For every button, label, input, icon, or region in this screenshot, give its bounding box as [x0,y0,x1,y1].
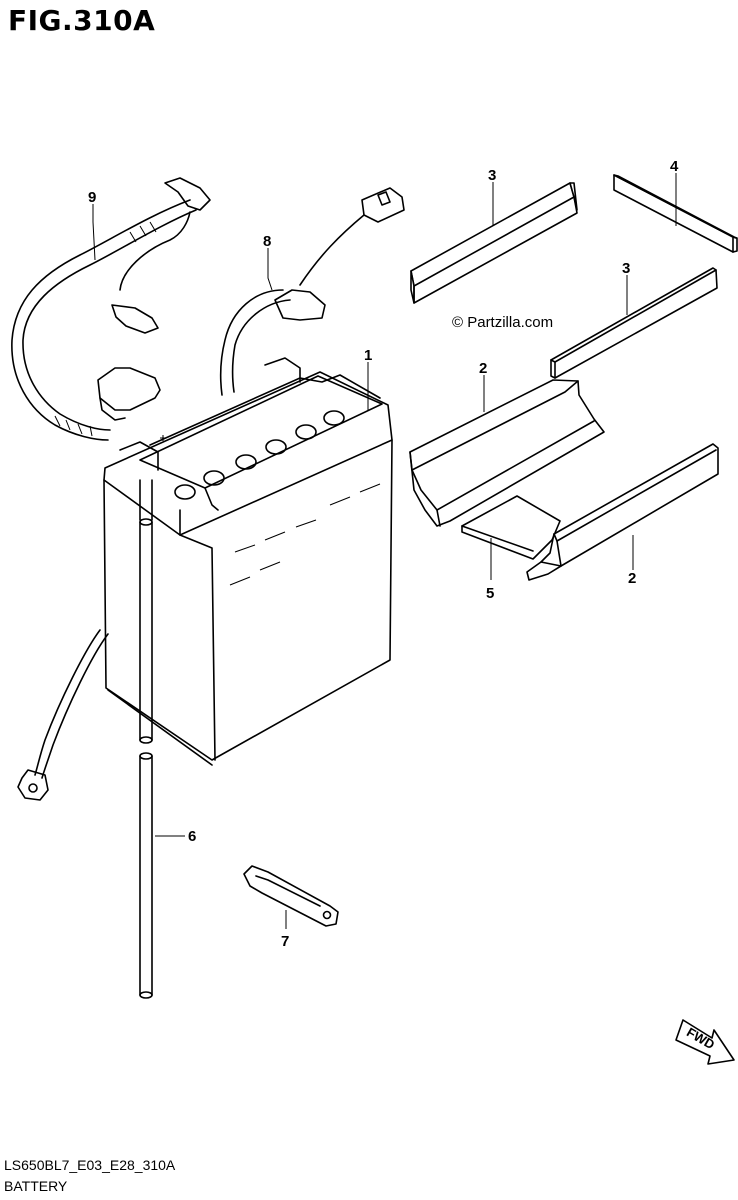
bracket-drawing [243,865,339,927]
callout-label: 8 [263,233,271,250]
cushion-right-drawing [613,174,738,253]
callout-label: 6 [188,828,196,845]
battery-drawing [103,357,393,766]
callout-label: 5 [486,585,494,602]
callout-leaders [92,173,677,929]
callout-label: 9 [88,189,96,206]
battery-tray-upper-drawing [409,379,605,527]
callout-label: 2 [479,360,487,377]
battery-cell-caps [174,410,345,500]
callout-label: 2 [628,570,636,587]
figure-title: FIG.310A [8,4,156,37]
cushion-middle-drawing [550,267,718,379]
negative-lead-drawing [219,187,405,396]
battery-tray-lower-drawing [526,443,719,581]
callout-label: 4 [670,158,679,175]
watermark: © Partzilla.com [452,314,554,331]
callout-label: 1 [364,347,372,364]
section-name: BATTERY [4,1178,68,1194]
callout-label: 7 [281,933,289,950]
forward-arrow-icon: FWD [675,1019,735,1065]
callout-label: 3 [488,167,496,184]
model-code: LS650BL7_E03_E28_310A [4,1157,176,1173]
cushion-upper-drawing [410,182,578,304]
breather-hose-drawing [139,479,153,999]
positive-lead-drawing [11,177,211,801]
callout-label: 3 [622,260,630,277]
